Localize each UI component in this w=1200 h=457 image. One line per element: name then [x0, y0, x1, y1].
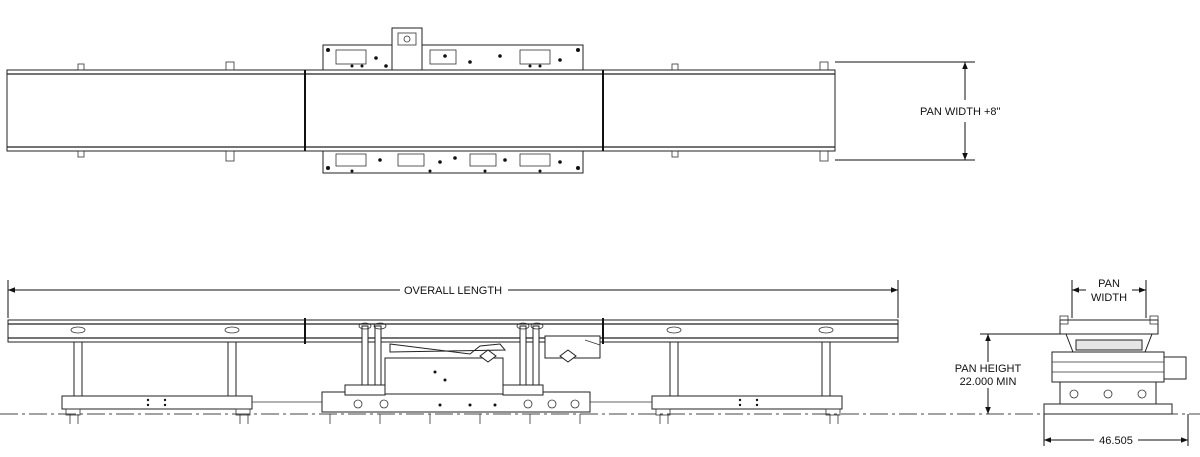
base-rails	[61, 395, 843, 416]
plan-view: PAN WIDTH +8"	[6, 27, 1001, 174]
end-pan-width-label-2: WIDTH	[1091, 292, 1127, 304]
plan-bed	[6, 69, 836, 152]
overall-length-dimension: OVERALL LENGTH	[7, 280, 899, 318]
end-width-label: 46.505	[1099, 435, 1133, 447]
plan-brackets	[77, 61, 829, 162]
drive-unit	[321, 335, 601, 413]
end-width-dimension: 46.505	[1043, 414, 1189, 447]
support-legs	[70, 322, 834, 399]
drive-plate-bottom	[322, 150, 584, 174]
floor-anchors	[69, 414, 839, 424]
pan-height-dimension: PAN HEIGHT 22.000 MIN	[955, 333, 1060, 414]
side-elevation: OVERALL LENGTH	[0, 280, 1200, 424]
end-view: PAN WIDTH PAN HEIGHT 22.0	[955, 278, 1189, 447]
side-bed-rail	[7, 318, 899, 344]
end-pan-width-dimension: PAN WIDTH	[1071, 278, 1147, 318]
end-pan-width-label-1: PAN	[1098, 278, 1120, 290]
pan-height-label-2: 22.000 MIN	[960, 376, 1017, 388]
end-machine	[1043, 315, 1187, 415]
pan-height-label-1: PAN HEIGHT	[955, 363, 1022, 375]
overall-length-label: OVERALL LENGTH	[404, 285, 502, 297]
pan-width-plus-dimension: PAN WIDTH +8"	[835, 61, 1001, 161]
drive-plate-top	[322, 27, 584, 71]
pan-width-plus-label: PAN WIDTH +8"	[920, 106, 1001, 118]
